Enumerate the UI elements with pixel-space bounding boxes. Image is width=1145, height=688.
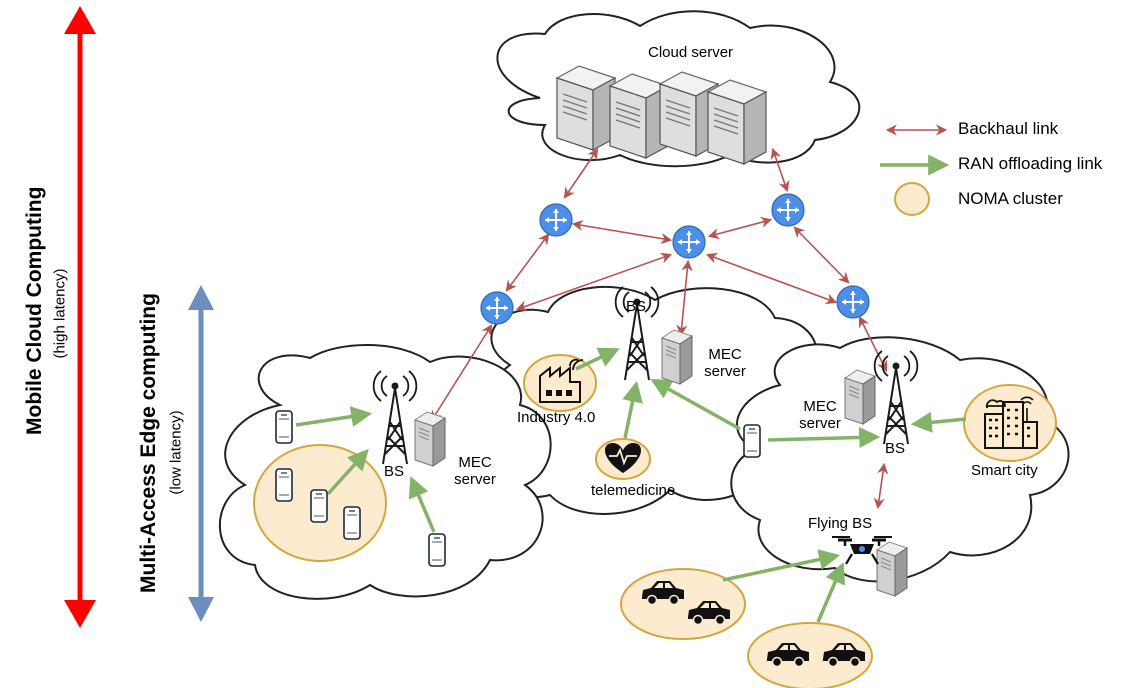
mec-mid-label: MEC server <box>704 346 746 380</box>
smart-city-label: Smart city <box>971 462 1038 479</box>
flying-bs-label: Flying BS <box>808 515 873 532</box>
noma-cluster-cars-1 <box>620 568 746 640</box>
mec-server-icon <box>876 541 908 597</box>
edge-axis-subtitle: (low latency) <box>167 410 185 495</box>
cloud-server-label: Cloud server <box>648 44 734 61</box>
noma-cluster-cars-2 <box>747 622 873 688</box>
industry-label: Industry 4.0 <box>517 409 596 426</box>
edge-computing-axis <box>188 285 214 622</box>
drone-icon <box>832 536 892 565</box>
mec-left-label: MEC server <box>454 454 496 488</box>
legend-noma-swatch <box>894 182 930 216</box>
bs-mid-label: BS <box>626 298 647 315</box>
mec-server-icon <box>661 329 693 385</box>
router-icon <box>672 225 706 259</box>
backhaul-links <box>430 124 948 510</box>
ran-offloading-links <box>295 154 967 623</box>
legend-noma-label: NOMA cluster <box>958 189 1063 208</box>
bs-right-label: BS <box>885 440 906 457</box>
mec-right-label: MEC server <box>799 398 841 432</box>
phone-icon <box>743 424 761 458</box>
smart-city-icon <box>984 396 1038 449</box>
router-icon <box>539 203 573 237</box>
mec-server-icon <box>844 369 876 425</box>
router-icon <box>836 285 870 319</box>
phone-icon <box>275 468 293 502</box>
legend-ran-label: RAN offloading link <box>958 154 1103 173</box>
bs-left-label: BS <box>384 463 405 480</box>
cloud-axis-subtitle: (high latency) <box>51 268 69 359</box>
factory-icon <box>539 358 584 403</box>
router-icon <box>771 193 805 227</box>
router-icon <box>480 291 514 325</box>
edge-axis-title: Multi-Access Edge computing <box>137 293 160 593</box>
heart-monitor-icon <box>604 443 642 473</box>
cloud-axis-title: Mobile Cloud Computing <box>23 186 46 435</box>
phone-icon <box>310 489 328 523</box>
mec-server-icon <box>414 411 446 467</box>
phone-icon <box>428 533 446 567</box>
telemedicine-label: telemedicine <box>591 482 676 499</box>
legend-backhaul-label: Backhaul link <box>958 119 1059 138</box>
cloud-computing-axis <box>64 6 96 628</box>
phone-icon <box>343 506 361 540</box>
phone-icon <box>275 410 293 444</box>
